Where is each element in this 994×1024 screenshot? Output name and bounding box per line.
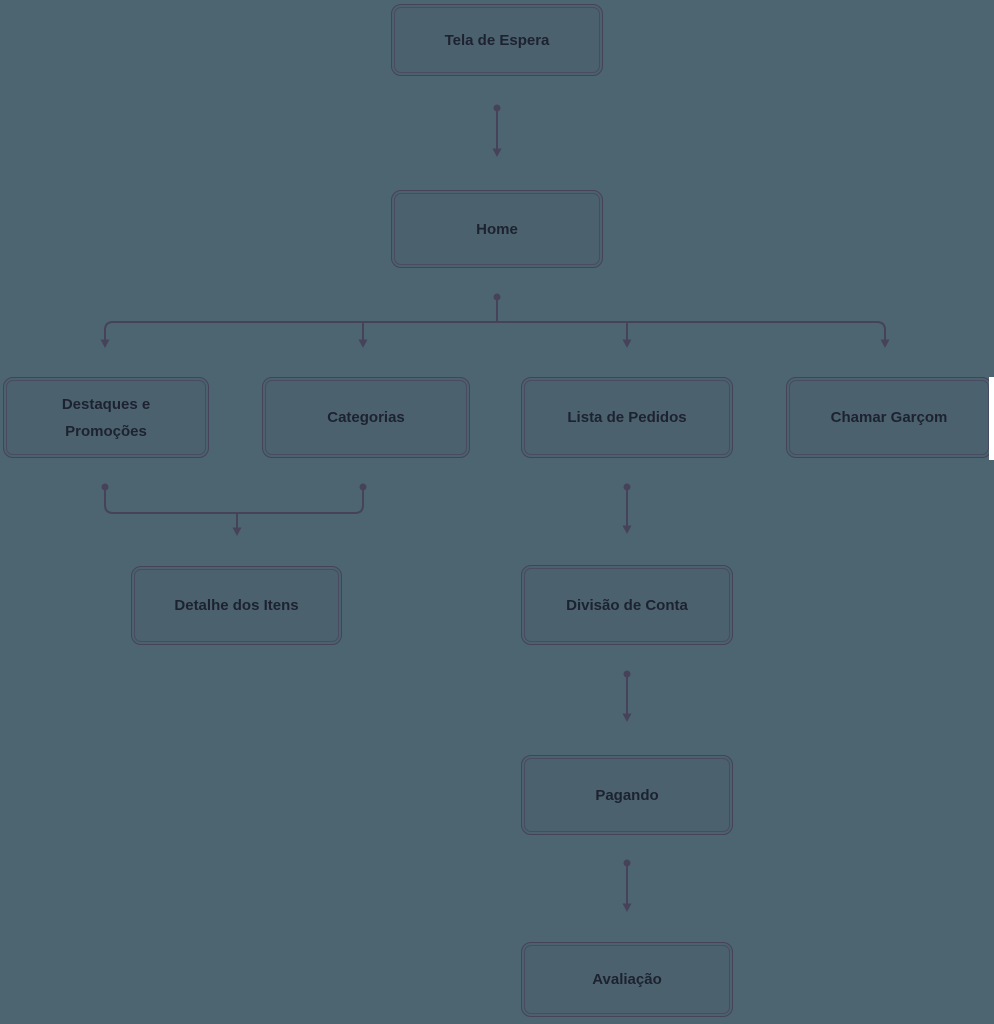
node-label: Divisão de Conta [566,596,688,614]
node-label: Pagando [595,786,659,804]
node-label: Categorias [327,409,405,426]
node-home[interactable]: Home [391,190,603,268]
edge-destaques-categorias-to-detalhe [101,483,367,536]
node-divisao-de-conta[interactable]: Divisão de Conta [521,565,733,645]
node-label: Avaliação [592,971,662,988]
canvas-edge-strip [989,377,994,460]
edge-tela-de-espera-to-home [492,104,502,157]
node-tela-de-espera[interactable]: Tela de Espera [391,4,603,76]
node-pagando[interactable]: Pagando [521,755,733,835]
node-label: Lista de Pedidos [567,409,687,426]
node-detalhe-dos-itens[interactable]: Detalhe dos Itens [131,566,342,645]
node-chamar-garcom[interactable]: Chamar Garçom [786,377,992,458]
node-label: Detalhe dos Itens [174,597,299,614]
node-label: Destaques e Promoções [61,395,151,440]
node-label: Chamar Garçom [830,409,948,426]
node-avaliacao[interactable]: Avaliação [521,942,733,1017]
node-destaques-e-promocoes[interactable]: Destaques e Promoções [3,377,209,458]
node-categorias[interactable]: Categorias [262,377,470,458]
edge-divisao-to-pagando [622,670,632,722]
edge-lista-to-divisao [622,483,632,534]
node-lista-de-pedidos[interactable]: Lista de Pedidos [521,377,733,458]
node-label: Home [476,220,518,238]
edge-home-to-branches [100,293,890,348]
edge-pagando-to-avaliacao [622,859,632,912]
node-label: Tela de Espera [444,31,550,49]
